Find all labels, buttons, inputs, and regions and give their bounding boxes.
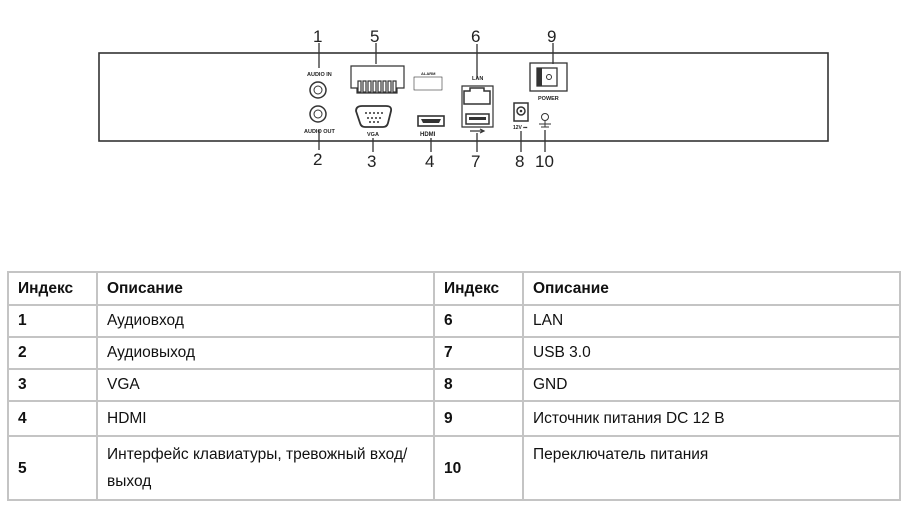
ground-icon <box>539 121 551 128</box>
description-cell: Источник питания DC 12 В <box>522 400 901 437</box>
header-description-2: Описание <box>522 271 901 306</box>
power-label: POWER <box>538 96 559 102</box>
usb-port <box>465 113 490 125</box>
table-row: 3 VGA 8 GND <box>7 368 901 402</box>
description-cell: VGA <box>96 368 435 402</box>
description-cell: GND <box>522 368 901 402</box>
table-row: 4 HDMI 9 Источник питания DC 12 В <box>7 400 901 437</box>
table-row: 2 Аудиовыход 7 USB 3.0 <box>7 336 901 370</box>
table-row: 5 Интерфейс клавиатуры, тревожный вход/в… <box>7 435 901 501</box>
header-index-2: Индекс <box>433 271 524 306</box>
lan-label: LAN <box>472 76 483 82</box>
index-cell: 6 <box>433 304 524 338</box>
vga-port <box>355 105 393 128</box>
table-row: 1 Аудиовход 6 LAN <box>7 304 901 338</box>
alarm-terminal-block <box>350 65 443 94</box>
callout-2: 2 <box>313 150 322 169</box>
index-cell: 5 <box>7 435 98 501</box>
description-cell: Аудиовыход <box>96 336 435 370</box>
description-cell: LAN <box>522 304 901 338</box>
description-cell: Переключатель питания <box>522 435 901 501</box>
gnd-terminal <box>541 113 549 121</box>
callout-3: 3 <box>367 152 376 171</box>
index-cell: 8 <box>433 368 524 402</box>
dc-power-jack <box>513 102 529 122</box>
lan-port <box>463 87 491 105</box>
audio-in-jack <box>309 81 327 99</box>
hdmi-port <box>417 115 445 127</box>
index-cell: 10 <box>433 435 524 501</box>
index-cell: 7 <box>433 336 524 370</box>
description-cell: HDMI <box>96 400 435 437</box>
hdmi-label: HDMI <box>420 132 436 138</box>
usb-icon <box>470 128 486 134</box>
table-header-row: Индекс Описание Индекс Описание <box>7 271 901 306</box>
callout-8: 8 <box>515 152 524 171</box>
description-cell: Аудиовход <box>96 304 435 338</box>
index-cell: 9 <box>433 400 524 437</box>
power-switch <box>529 62 568 92</box>
vga-label: VGA <box>367 132 379 138</box>
description-cell: USB 3.0 <box>522 336 901 370</box>
audio-out-jack <box>309 105 327 123</box>
rear-panel-diagram: 1 5 6 9 2 3 4 7 8 10 AUDIO IN AUDIO OUT … <box>98 27 829 171</box>
port-description-table: Индекс Описание Индекс Описание 1 Аудиов… <box>7 271 901 501</box>
dc-label: 12V ⎓ <box>513 125 527 131</box>
index-cell: 1 <box>7 304 98 338</box>
callout-1: 1 <box>313 27 322 46</box>
callout-9: 9 <box>547 27 556 46</box>
index-cell: 2 <box>7 336 98 370</box>
callout-lines <box>318 43 554 152</box>
alarm-label: ALARM <box>421 71 436 76</box>
audio-out-label: AUDIO OUT <box>304 129 336 135</box>
description-cell: Интерфейс клавиатуры, тревожный вход/вых… <box>96 435 435 501</box>
audio-in-label: AUDIO IN <box>307 72 332 78</box>
callout-10: 10 <box>535 152 554 171</box>
index-cell: 4 <box>7 400 98 437</box>
header-description-1: Описание <box>96 271 435 306</box>
header-index-1: Индекс <box>7 271 98 306</box>
callout-7: 7 <box>471 152 480 171</box>
index-cell: 3 <box>7 368 98 402</box>
panel-outline <box>98 52 829 142</box>
callout-5: 5 <box>370 27 379 46</box>
callout-6: 6 <box>471 27 480 46</box>
callout-4: 4 <box>425 152 434 171</box>
